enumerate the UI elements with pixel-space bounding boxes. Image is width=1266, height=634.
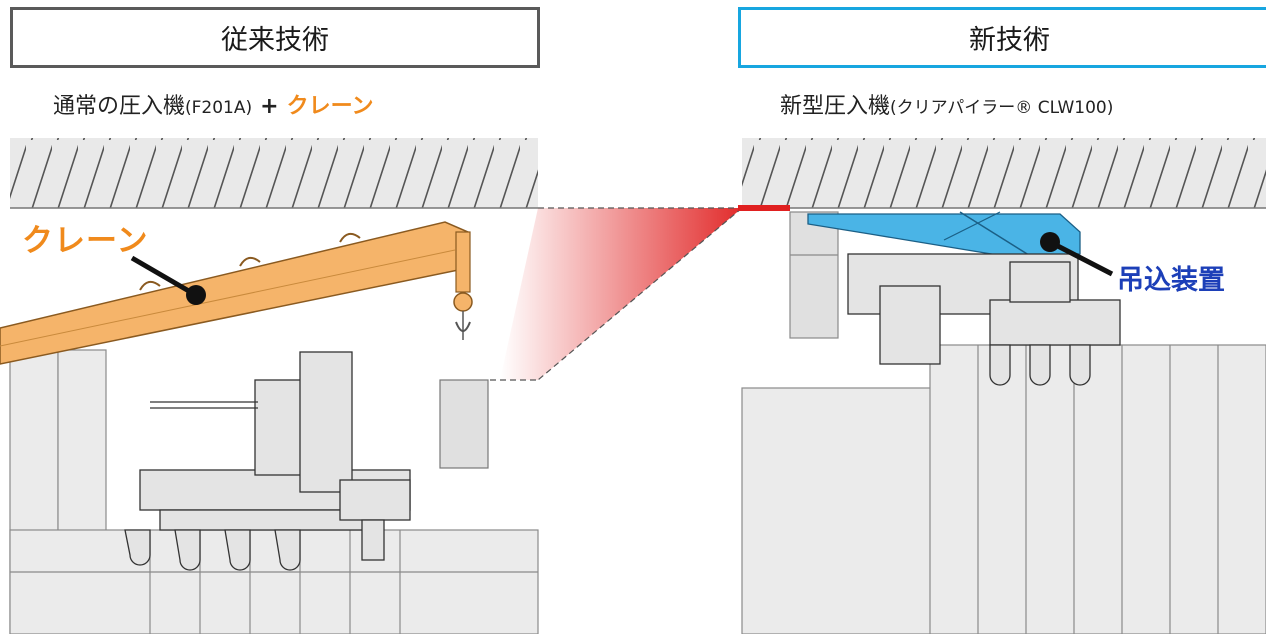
- conventional-subtitle: 通常の圧入機(F201A) + クレーン: [53, 88, 373, 120]
- lifting-device: [807, 211, 1081, 263]
- plus-sign: +: [260, 94, 279, 119]
- press-in-machine-clw100: [847, 253, 1121, 386]
- crane-callout: [130, 255, 206, 305]
- press-in-machine-f201a: [124, 351, 411, 571]
- suspended-sheet-pile: [439, 379, 489, 469]
- overhead-structure-left: [10, 138, 538, 209]
- lifting-device-callout: [1040, 232, 1114, 277]
- conventional-machine-name: 通常の圧入機: [53, 94, 186, 119]
- new-machine-name: 新型圧入機: [780, 94, 891, 119]
- conventional-tech-title: 従来技術: [221, 25, 329, 56]
- crane-label: クレーン: [22, 223, 149, 259]
- new-subtitle: 新型圧入機(クリアパイラー® CLW100): [780, 88, 1113, 120]
- crane-boom: [0, 221, 473, 365]
- sheet-piles-left: [9, 349, 539, 634]
- new-machine-model: (クリアパイラー® CLW100): [890, 98, 1114, 118]
- new-tech-title: 新技術: [969, 25, 1050, 56]
- lifting-device-label: 吊込装置: [1117, 265, 1225, 296]
- clearance-indicator: [490, 205, 790, 381]
- conventional-crane-text: クレーン: [286, 94, 374, 119]
- conventional-tech-header: 従来技術: [10, 7, 540, 68]
- overhead-structure-right: [742, 138, 1266, 209]
- new-tech-header: 新技術: [738, 7, 1266, 68]
- conventional-machine-model: (F201A): [185, 98, 253, 118]
